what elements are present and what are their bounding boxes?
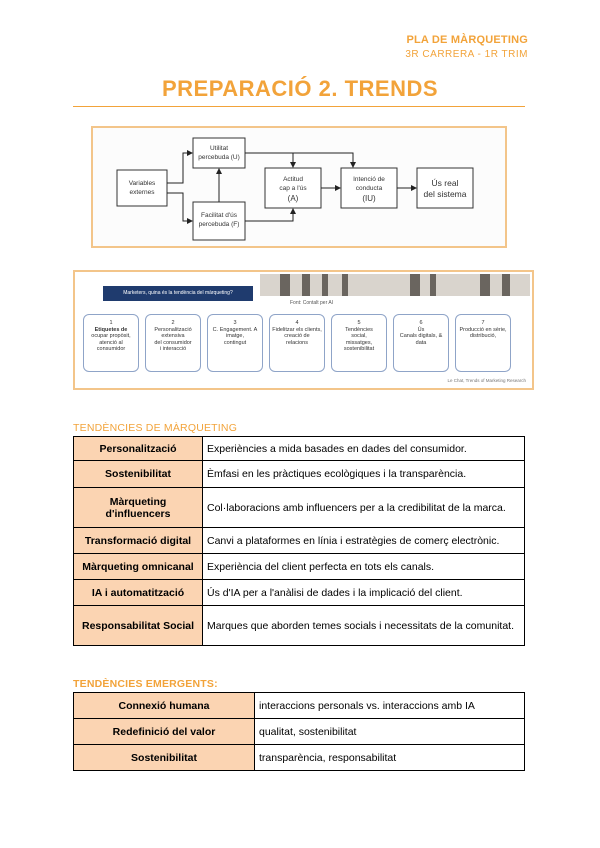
table-row: Redefinició del valor qualitat, sostenib…: [73, 718, 525, 745]
emerging-trend-description: transparència, responsabilitat: [254, 744, 525, 771]
section-trends-label: TENDÈNCIES DE MÀRQUETING: [73, 422, 238, 434]
title-divider: [73, 106, 525, 107]
emerging-trends-table: Connexió humana interaccions personals v…: [73, 692, 525, 771]
arrow-fac-act: [245, 208, 296, 222]
arrow-util-int: [293, 152, 356, 168]
trend-name: Sostenibilitat: [73, 460, 203, 488]
box-actitud-l1: Actitud: [283, 176, 303, 183]
box-variables-l1: Variables: [129, 180, 156, 187]
box-actitud: [264, 167, 322, 209]
header-brand: PLA DE MÀRQUETING: [406, 34, 528, 46]
infographic-source: Font: Contalt per AI: [290, 300, 334, 306]
box-us-l2: del sistema: [424, 189, 467, 199]
trend-description: Èmfasi en les pràctiques ecològiques i l…: [202, 460, 525, 488]
trend-name: Transformació digital: [73, 527, 203, 554]
tam-diagram-figure: Variables externes Utilitat percebuda (U…: [91, 126, 507, 248]
table-row: Personalització Experiències a mida basa…: [73, 436, 525, 461]
section-emerging-label: TENDÈNCIES EMERGENTS:: [73, 678, 218, 690]
trends-table: Personalització Experiències a mida basa…: [73, 436, 525, 646]
trend-name: Personalització: [73, 436, 203, 461]
emerging-trend-description: qualitat, sostenibilitat: [254, 718, 525, 745]
infographic-photo-strip: [260, 274, 530, 296]
trend-description: Ús d'IA per a l'anàlisi de dades i la im…: [202, 579, 525, 606]
box-facilitat: [192, 201, 246, 241]
table-row: Responsabilitat Social Marques que abord…: [73, 605, 525, 646]
emerging-trend-name: Sostenibilitat: [73, 744, 255, 771]
header-subtitle: 3R CARRERA - 1R TRIM: [405, 49, 528, 60]
trend-description: Marques que aborden temes socials i nece…: [202, 605, 525, 646]
table-row: Sostenibilitat Èmfasi en les pràctiques …: [73, 460, 525, 488]
box-utilitat-l1: Utilitat: [210, 145, 228, 152]
infographic-credit: Le Chat, Trends of Marketing Research: [447, 378, 526, 383]
box-facilitat-l2: percebuda (F): [199, 221, 240, 228]
tam-diagram: Variables externes Utilitat percebuda (U…: [116, 137, 474, 241]
arrow-var-util: [167, 150, 193, 184]
box-intencio-l3: (IU): [362, 194, 376, 203]
box-actitud-l2: cap a l'ús: [279, 185, 307, 192]
page-title: PREPARACIÓ 2. TRENDS: [161, 76, 439, 101]
table-row: Connexió humana interaccions personals v…: [73, 692, 525, 719]
box-us-l1: Ús real: [432, 178, 459, 188]
trend-description: Col·laboracions amb influencers per a la…: [202, 487, 525, 528]
trend-description: Experiències a mida basades en dades del…: [202, 436, 525, 461]
box-variables-l2: externes: [130, 189, 156, 196]
infographic-header-bar: Marketers, quina és la tendència del màr…: [103, 286, 253, 301]
trend-name: Màrqueting omnicanal: [73, 553, 203, 580]
box-intencio-l1: Intenció de: [353, 176, 385, 183]
table-row: Màrqueting d'influencers Col·laboracions…: [73, 487, 525, 528]
arrow-util-act: [245, 152, 296, 168]
table-row: Màrqueting omnicanal Experiència del cli…: [73, 553, 525, 580]
box-us-real: [416, 167, 474, 209]
arrow-var-fac: [167, 192, 193, 224]
trends-infographic: Marketers, quina és la tendència del màr…: [73, 270, 534, 390]
trend-description: Experiència del client perfecta en tots …: [202, 553, 525, 580]
emerging-trend-description: interaccions personals vs. interaccions …: [254, 692, 525, 719]
box-intencio-l2: conducta: [356, 185, 383, 192]
table-row: Sostenibilitat transparència, responsabi…: [73, 744, 525, 771]
box-actitud-l3: (A): [288, 194, 299, 203]
emerging-trend-name: Redefinició del valor: [73, 718, 255, 745]
trend-name: Màrqueting d'influencers: [73, 487, 203, 528]
box-utilitat-l2: percebuda (U): [198, 154, 240, 161]
box-utilitat: [192, 137, 246, 169]
trend-name: Responsabilitat Social: [73, 605, 203, 646]
box-facilitat-l1: Facilitat d'ús: [201, 212, 238, 219]
emerging-trend-name: Connexió humana: [73, 692, 255, 719]
table-row: Transformació digital Canvi a plataforme…: [73, 527, 525, 554]
table-row: IA i automatització Ús d'IA per a l'anàl…: [73, 579, 525, 606]
trend-name: IA i automatització: [73, 579, 203, 606]
box-variables: [116, 169, 168, 207]
box-intencio: [340, 167, 398, 209]
trend-description: Canvi a plataformes en línia i estratègi…: [202, 527, 525, 554]
